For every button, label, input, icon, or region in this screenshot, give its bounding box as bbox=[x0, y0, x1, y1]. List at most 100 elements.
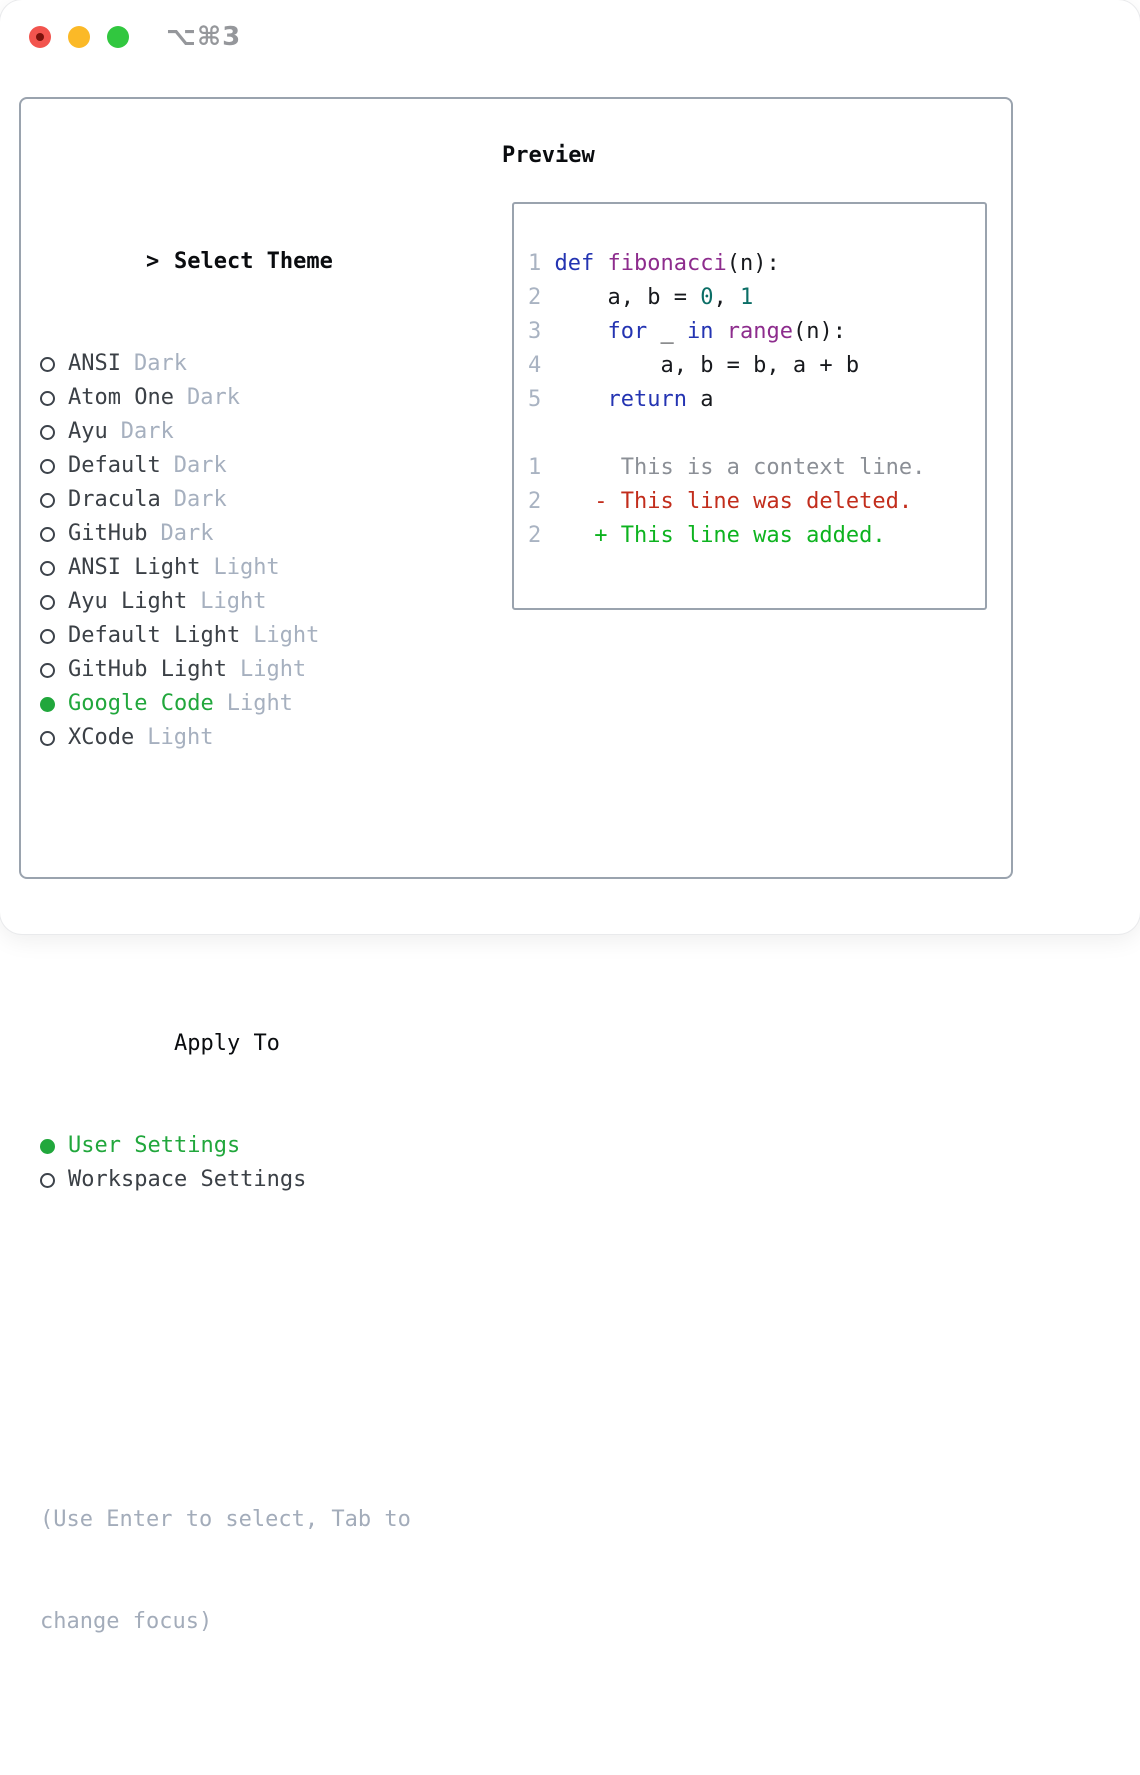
spacer bbox=[40, 857, 411, 891]
radio-selected-icon bbox=[40, 1139, 55, 1154]
code-token: (n): bbox=[726, 251, 780, 276]
close-button[interactable] bbox=[29, 26, 51, 48]
option-variant-label: Light bbox=[200, 589, 267, 614]
preview-context-line: 1 This is a context line. bbox=[528, 451, 985, 485]
option-label: Workspace Settings bbox=[68, 1167, 307, 1192]
code-token: a, b = b, a + b bbox=[541, 353, 860, 378]
line-number: 2 bbox=[528, 523, 542, 548]
line-number: 1 bbox=[528, 455, 542, 480]
selection-cursor: > bbox=[145, 249, 160, 274]
preview-code-line: 4 a, b = b, a + b bbox=[528, 349, 985, 383]
theme-option-github-light[interactable]: GitHub Light Light bbox=[40, 653, 411, 687]
theme-option-ansi-light[interactable]: ANSI Light Light bbox=[40, 551, 411, 585]
radio-unselected-icon bbox=[40, 459, 55, 474]
theme-option-default-light[interactable]: Default Light Light bbox=[40, 619, 411, 653]
line-number: 2 bbox=[528, 285, 542, 310]
preview-title: Preview bbox=[502, 143, 595, 168]
code-token: def bbox=[554, 251, 595, 276]
radio-selected-icon bbox=[40, 697, 55, 712]
option-variant-label: Light bbox=[147, 725, 214, 750]
help-line-1: (Use Enter to select, Tab to bbox=[40, 1507, 411, 1532]
radio-unselected-icon bbox=[40, 663, 55, 678]
option-label: Ayu Light bbox=[68, 589, 188, 614]
radio-unselected-icon bbox=[40, 561, 55, 576]
help-text: (Use Enter to select, Tab to change focu… bbox=[40, 1435, 411, 1707]
apply-option-user-settings[interactable]: User Settings bbox=[40, 1129, 411, 1163]
code-token: fibonacci bbox=[607, 251, 727, 276]
spacer bbox=[40, 1299, 411, 1333]
option-label: Dracula bbox=[68, 487, 161, 512]
apply-option-workspace-settings[interactable]: Workspace Settings bbox=[40, 1163, 411, 1197]
radio-unselected-icon bbox=[40, 1173, 55, 1188]
code-token: for bbox=[607, 319, 648, 344]
line-number: 3 bbox=[528, 319, 542, 344]
line-number: 4 bbox=[528, 353, 542, 378]
radio-unselected-icon bbox=[40, 595, 55, 610]
line-number: 2 bbox=[528, 489, 542, 514]
radio-unselected-icon bbox=[40, 391, 55, 406]
minimize-button[interactable] bbox=[68, 26, 90, 48]
code-token: (n): bbox=[792, 319, 846, 344]
code-token: return bbox=[607, 387, 687, 412]
option-variant-label: Light bbox=[253, 623, 320, 648]
radio-unselected-icon bbox=[40, 357, 55, 372]
code-token: - This line was deleted. bbox=[541, 489, 913, 514]
fullscreen-button[interactable] bbox=[107, 26, 129, 48]
theme-option-default[interactable]: Default Dark bbox=[40, 449, 411, 483]
option-variant-label: Light bbox=[213, 555, 280, 580]
option-label: Default bbox=[68, 453, 161, 478]
preview-code-line: 3 for _ in range(n): bbox=[528, 315, 985, 349]
line-number: 1 bbox=[528, 251, 542, 276]
code-token: range bbox=[726, 319, 793, 344]
preview-added-line: 2 + This line was added. bbox=[528, 519, 985, 553]
option-variant-label: Dark bbox=[160, 521, 214, 546]
option-label: Google Code bbox=[68, 691, 214, 716]
radio-unselected-icon bbox=[40, 629, 55, 644]
option-label: User Settings bbox=[68, 1133, 241, 1158]
theme-option-google-code[interactable]: Google Code Light bbox=[40, 687, 411, 721]
option-label: ANSI Light bbox=[68, 555, 201, 580]
preview-deleted-line: 2 - This line was deleted. bbox=[528, 485, 985, 519]
theme-option-atom-one[interactable]: Atom One Dark bbox=[40, 381, 411, 415]
radio-unselected-icon bbox=[40, 425, 55, 440]
titlebar: ⌥⌘3 bbox=[0, 0, 1140, 74]
option-variant-label: Dark bbox=[120, 419, 174, 444]
code-token: a bbox=[686, 387, 714, 412]
code-token bbox=[594, 251, 607, 276]
code-token: in bbox=[686, 319, 714, 344]
option-variant-label: Light bbox=[239, 657, 307, 682]
apply-to-header-row: Apply To bbox=[40, 993, 411, 1056]
option-variant-label: Dark bbox=[186, 385, 240, 410]
code-token bbox=[541, 251, 554, 276]
radio-unselected-icon bbox=[40, 527, 55, 542]
preview-header-row: Preview bbox=[502, 143, 595, 168]
preview-code-line: 5 return a bbox=[528, 383, 985, 417]
radio-unselected-icon bbox=[40, 493, 55, 508]
option-label: ANSI bbox=[68, 351, 121, 376]
option-label: Default Light bbox=[68, 623, 241, 648]
theme-option-ayu-light[interactable]: Ayu Light Light bbox=[40, 585, 411, 619]
option-variant-label: Light bbox=[226, 691, 293, 716]
apply-to-title: Apply To bbox=[173, 1031, 280, 1056]
code-token: _ bbox=[647, 319, 687, 344]
code-token bbox=[713, 319, 726, 344]
option-variant-label: Dark bbox=[173, 453, 227, 478]
window-title: ⌥⌘3 bbox=[166, 22, 242, 52]
code-token: This is a context line. bbox=[541, 455, 926, 480]
code-token: a, b = bbox=[541, 285, 701, 310]
option-label: GitHub Light bbox=[68, 657, 227, 682]
option-label: Atom One bbox=[68, 385, 174, 410]
line-number: 5 bbox=[528, 387, 542, 412]
code-token bbox=[541, 319, 607, 344]
